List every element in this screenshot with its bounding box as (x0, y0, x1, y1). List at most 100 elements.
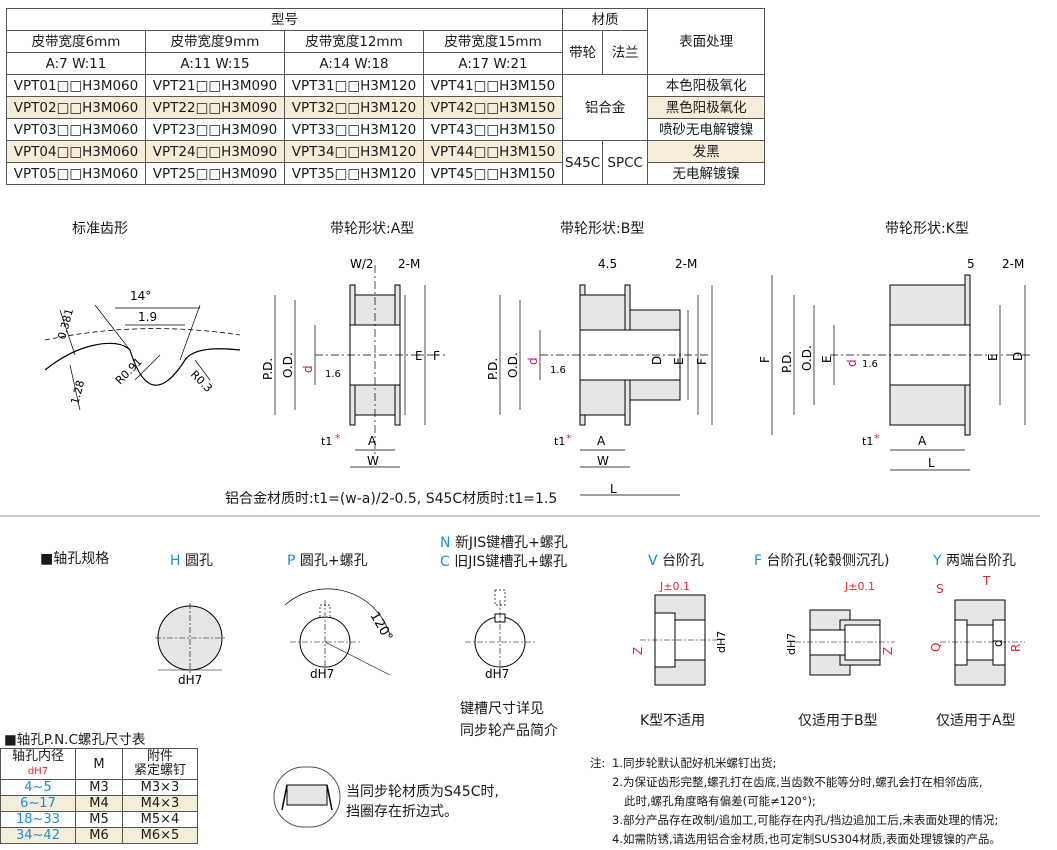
a-pd-label: P.D. (261, 358, 275, 380)
tooth-radius-1: R0.91 (113, 355, 145, 387)
header-material: 材质 (561, 8, 649, 31)
a-w2-label: W/2 (350, 257, 374, 271)
model-cell: VPT31□□H3M120 (284, 74, 424, 97)
bore-h-title: H 圆孔 (170, 553, 213, 569)
screw-m-cell: M6 (75, 827, 123, 844)
b-t1-label: t1 (554, 435, 565, 448)
model-cell: VPT21□□H3M090 (145, 74, 285, 97)
f-z-label: Z (881, 647, 895, 655)
v-z-label: Z (631, 647, 645, 655)
screw-bore-cell: 34~42 (0, 827, 76, 844)
b-2m-label: 2-M (675, 257, 697, 271)
note-3: 3.部分产品存在改制/追加工,可能存在内孔/挡边追加工后,未表面处理的情况; (612, 813, 999, 827)
model-cell: VPT33□□H3M120 (284, 118, 424, 141)
header-width-9: 皮带宽度9mm (145, 30, 285, 53)
t1-formula-note: 铝合金材质时:t1=(w-a)/2-0.5, S45C材质时:t1=1.5 (225, 491, 558, 507)
bore-p-drawing: 120° dH7 (284, 588, 396, 681)
k-od-label: O.D. (800, 345, 814, 371)
screw-set-cell: M5×4 (122, 811, 198, 828)
screw-table-title: ■轴孔P.N.C螺孔尺寸表 (4, 732, 146, 748)
header-aw-15: A:17 W:21 (423, 52, 563, 75)
header-model: 型号 (6, 8, 563, 31)
tooth-radius-2: R0.3 (188, 368, 215, 395)
model-cell: VPT25□□H3M090 (145, 162, 285, 185)
model-cell: VPT04□□H3M060 (6, 140, 146, 163)
k-e2-label: E (986, 353, 1000, 361)
bore-spec-title: ■轴孔规格 (40, 551, 110, 567)
a-e-label: E (415, 349, 423, 363)
model-cell: VPT42□□H3M150 (423, 96, 563, 119)
model-cell: VPT34□□H3M120 (284, 140, 424, 163)
y-note: 仅适用于A型 (936, 713, 1016, 729)
shape-k-title: 带轮形状:K型 (885, 221, 969, 237)
screw-set-cell: M6×5 (122, 827, 198, 844)
k-l-label: L (928, 456, 935, 470)
bore-c-title: C 旧JIS键槽孔+螺孔 (440, 554, 568, 570)
surface-cell: 本色阳极氧化 (647, 74, 766, 97)
shape-a-drawing: W/2 2-M P.D. O.D. d 1.6 E F t1 * A W (261, 257, 445, 468)
header-width-15: 皮带宽度15mm (423, 30, 563, 53)
a-od-label: O.D. (281, 352, 295, 378)
y-t-label: T (982, 575, 991, 588)
model-cell: VPT02□□H3M060 (6, 96, 146, 119)
k-d-label: d (845, 359, 859, 367)
spec-table: 型号 材质 表面处理 皮带宽度6mm 皮带宽度9mm 皮带宽度12mm 皮带宽度… (6, 8, 766, 185)
material-s45c: S45C (561, 140, 604, 185)
model-cell: VPT44□□H3M150 (423, 140, 563, 163)
header-aw-9: A:11 W:15 (145, 52, 285, 75)
k-5-label: 5 (967, 257, 975, 271)
a-a-label: A (368, 434, 377, 448)
y-r-label: R (1009, 644, 1023, 652)
b-t1-star: * (566, 432, 572, 445)
bore-p-title: P 圆孔+螺孔 (287, 553, 368, 569)
b-e-label: E (672, 357, 686, 365)
b-roughness: 1.6 (550, 365, 566, 376)
header-surface: 表面处理 (647, 8, 766, 75)
model-cell: VPT05□□H3M060 (6, 162, 146, 185)
k-a-label: A (918, 434, 927, 448)
screw-bore-cell: 4~5 (0, 779, 76, 796)
table-row: VPT03□□H3M060 VPT23□□H3M090 VPT33□□H3M12… (6, 118, 766, 141)
shape-b-title: 带轮形状:B型 (560, 221, 645, 237)
b-od-label: O.D. (506, 352, 520, 378)
model-cell: VPT45□□H3M150 (423, 162, 563, 185)
model-cell: VPT32□□H3M120 (284, 96, 424, 119)
bore-v-title: V 台阶孔 (648, 553, 705, 569)
section-divider (0, 515, 1040, 517)
bore-y-drawing: S T Q d R (929, 575, 1025, 686)
screw-set-cell: M4×3 (122, 795, 198, 812)
b-d-label: d (526, 357, 540, 365)
bore-y-title: Y 两端台阶孔 (933, 553, 1017, 569)
model-cell: VPT23□□H3M090 (145, 118, 285, 141)
tooth-width: 1.9 (138, 310, 157, 324)
v-dh7-label: dH7 (715, 631, 728, 653)
p-angle-label: 120° (367, 610, 396, 645)
bore-f-drawing: J±0.1 dH7 Z (785, 580, 895, 676)
b-dd-label: D (650, 356, 664, 365)
bore-key-drawing: dH7 (465, 589, 535, 681)
k-t1-star: * (874, 432, 880, 445)
tooth-profile-title: 标准齿形 (72, 221, 128, 237)
surface-cell: 发黑 (647, 140, 766, 163)
a-2m-label: 2-M (398, 257, 420, 271)
k-roughness: 1.6 (862, 359, 878, 370)
a-d-label: d (301, 365, 315, 373)
v-note: K型不适用 (640, 713, 706, 729)
s45c-note-2: 挡圈存在折边式。 (346, 804, 458, 820)
f-dh7-label: dH7 (785, 633, 798, 655)
bore-v-drawing: J±0.1 Z dH7 (631, 580, 728, 686)
k-pd-label: P.D. (780, 351, 794, 373)
model-cell: VPT43□□H3M150 (423, 118, 563, 141)
note-1: 1.同步轮默认配好机米螺钉出货; (612, 756, 777, 770)
header-width-6: 皮带宽度6mm (6, 30, 146, 53)
keyway-note-2: 同步轮产品简介 (460, 723, 558, 739)
model-cell: VPT03□□H3M060 (6, 118, 146, 141)
b-f-label: F (695, 358, 709, 365)
note-4: 4.如需防锈,请选用铝合金材质,也可定制SUS304材质,表面处理镀镍的产品。 (612, 832, 1001, 846)
k-2m-label: 2-M (1002, 257, 1024, 271)
shape-b-drawing: 4.5 2-M P.D. O.D. d 1.6 D E F t1 * A W L (486, 257, 713, 496)
tooth-angle: 14° (130, 289, 151, 303)
